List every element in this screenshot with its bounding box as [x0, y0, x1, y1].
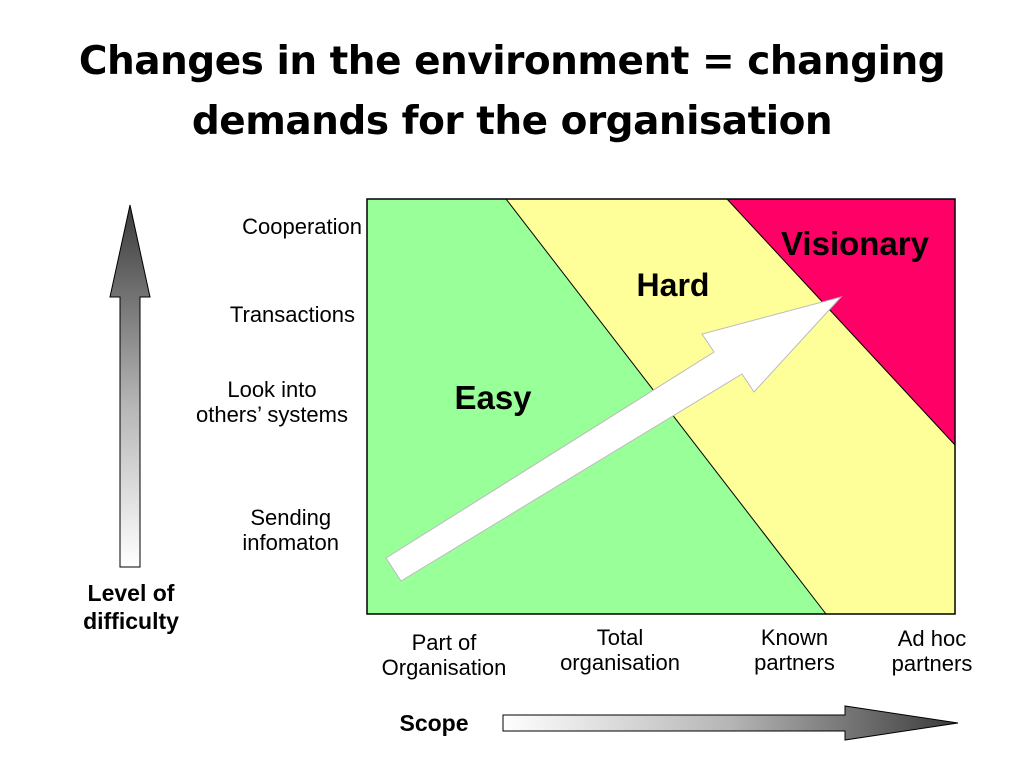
zone-boundary-hard-visionary — [726, 198, 956, 446]
zone-hard-area — [506, 199, 955, 614]
x-category-total-organisation: Total organisation — [535, 625, 705, 675]
title-line-1: Changes in the environment = changing — [78, 39, 946, 84]
y-level-sending-information: Sending infomaton — [242, 505, 339, 555]
x-category-known-partners: Known partners — [722, 625, 867, 675]
y-axis-title-line: difficulty — [83, 608, 179, 634]
y-level-line: infomaton — [242, 530, 339, 555]
y-level-cooperation: Cooperation — [242, 214, 362, 239]
progress-arrow-icon — [385, 296, 843, 582]
x-category-line: organisation — [560, 650, 680, 675]
x-category-line: partners — [754, 650, 835, 675]
y-level-line: Look into — [227, 377, 317, 402]
x-category-line: Known — [760, 625, 829, 650]
x-category-line: Part of — [411, 630, 477, 655]
y-axis-title-line: Level of — [87, 580, 175, 606]
x-category-line: Total — [596, 625, 644, 650]
x-category-ad-hoc-partners: Ad hoc partners — [866, 626, 998, 676]
y-level-look-into-systems: Look into others’ systems — [196, 377, 348, 427]
y-level-line: Cooperation — [242, 214, 362, 239]
x-category-line: Organisation — [381, 655, 507, 680]
page-title: Changes in the environment = changing de… — [0, 32, 1024, 152]
zone-label-easy: Easy — [454, 379, 532, 416]
y-level-line: others’ systems — [195, 402, 348, 427]
title-line-2: demands for the organisation — [191, 99, 833, 144]
y-level-transactions: Transactions — [230, 302, 355, 327]
diagram-frame — [366, 198, 956, 615]
zone-label-visionary: Visionary — [781, 225, 930, 262]
y-level-line: Transactions — [229, 302, 355, 327]
x-axis-title: Scope — [399, 710, 469, 736]
y-axis-title: Level of difficulty — [66, 579, 196, 635]
x-category-line: Ad hoc — [897, 626, 967, 651]
x-category-line: partners — [891, 651, 973, 676]
difficulty-arrow-icon — [109, 204, 151, 568]
x-category-part-of-organisation: Part of Organisation — [359, 630, 529, 680]
y-level-line: Sending — [250, 505, 332, 530]
scope-arrow-icon — [502, 705, 959, 741]
zone-label-hard: Hard — [637, 267, 710, 303]
